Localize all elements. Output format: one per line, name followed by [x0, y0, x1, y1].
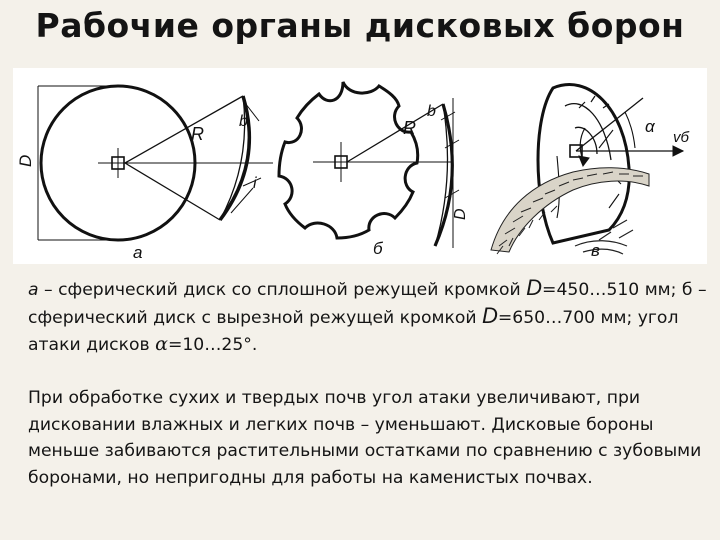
body-paragraph: При обработке сухих и твердых почв угол … [28, 388, 702, 488]
soil-hatching [490, 167, 650, 255]
disc-in-soil-outline [536, 83, 631, 245]
figure-caption: а – сферический диск со сплошной режущей… [28, 275, 708, 358]
label-a-diameter: D [16, 155, 35, 167]
caption-text-4: =10…25°. [167, 335, 258, 355]
label-b-b: b [427, 103, 436, 120]
caption-alpha: α [155, 333, 168, 355]
notched-disc-outline [277, 81, 420, 240]
label-b-diameter: D [452, 208, 469, 220]
disc-diagram: D R b i а R b D б α vб в [16, 81, 690, 262]
label-c-velocity: vб [673, 129, 690, 146]
slide-title: Рабочие органы дисковых борон [35, 6, 685, 45]
caption-diameter-1: D [526, 275, 543, 300]
caption-text-2: =450…510 мм; б – сферический диск с выре… [28, 280, 707, 328]
label-c-letter: в [591, 241, 600, 260]
label-a-letter: а [133, 243, 142, 262]
caption-a-letter: а [28, 280, 39, 300]
label-b-letter: б [373, 239, 384, 258]
caption-diameter-2: D [481, 303, 498, 328]
caption-text-3: =650…700 мм; угол атаки дисков [28, 308, 679, 355]
caption-text-1: – сферический диск со сплошной режущей к… [38, 280, 527, 300]
label-c-alpha: α [645, 117, 656, 136]
label-a-i: i [253, 175, 257, 192]
label-b-radius: R [403, 118, 416, 138]
label-a-radius: R [191, 124, 204, 144]
disc-diagram-figure: D R b i а R b D б α vб в [13, 68, 707, 264]
label-a-b: b [239, 113, 248, 130]
